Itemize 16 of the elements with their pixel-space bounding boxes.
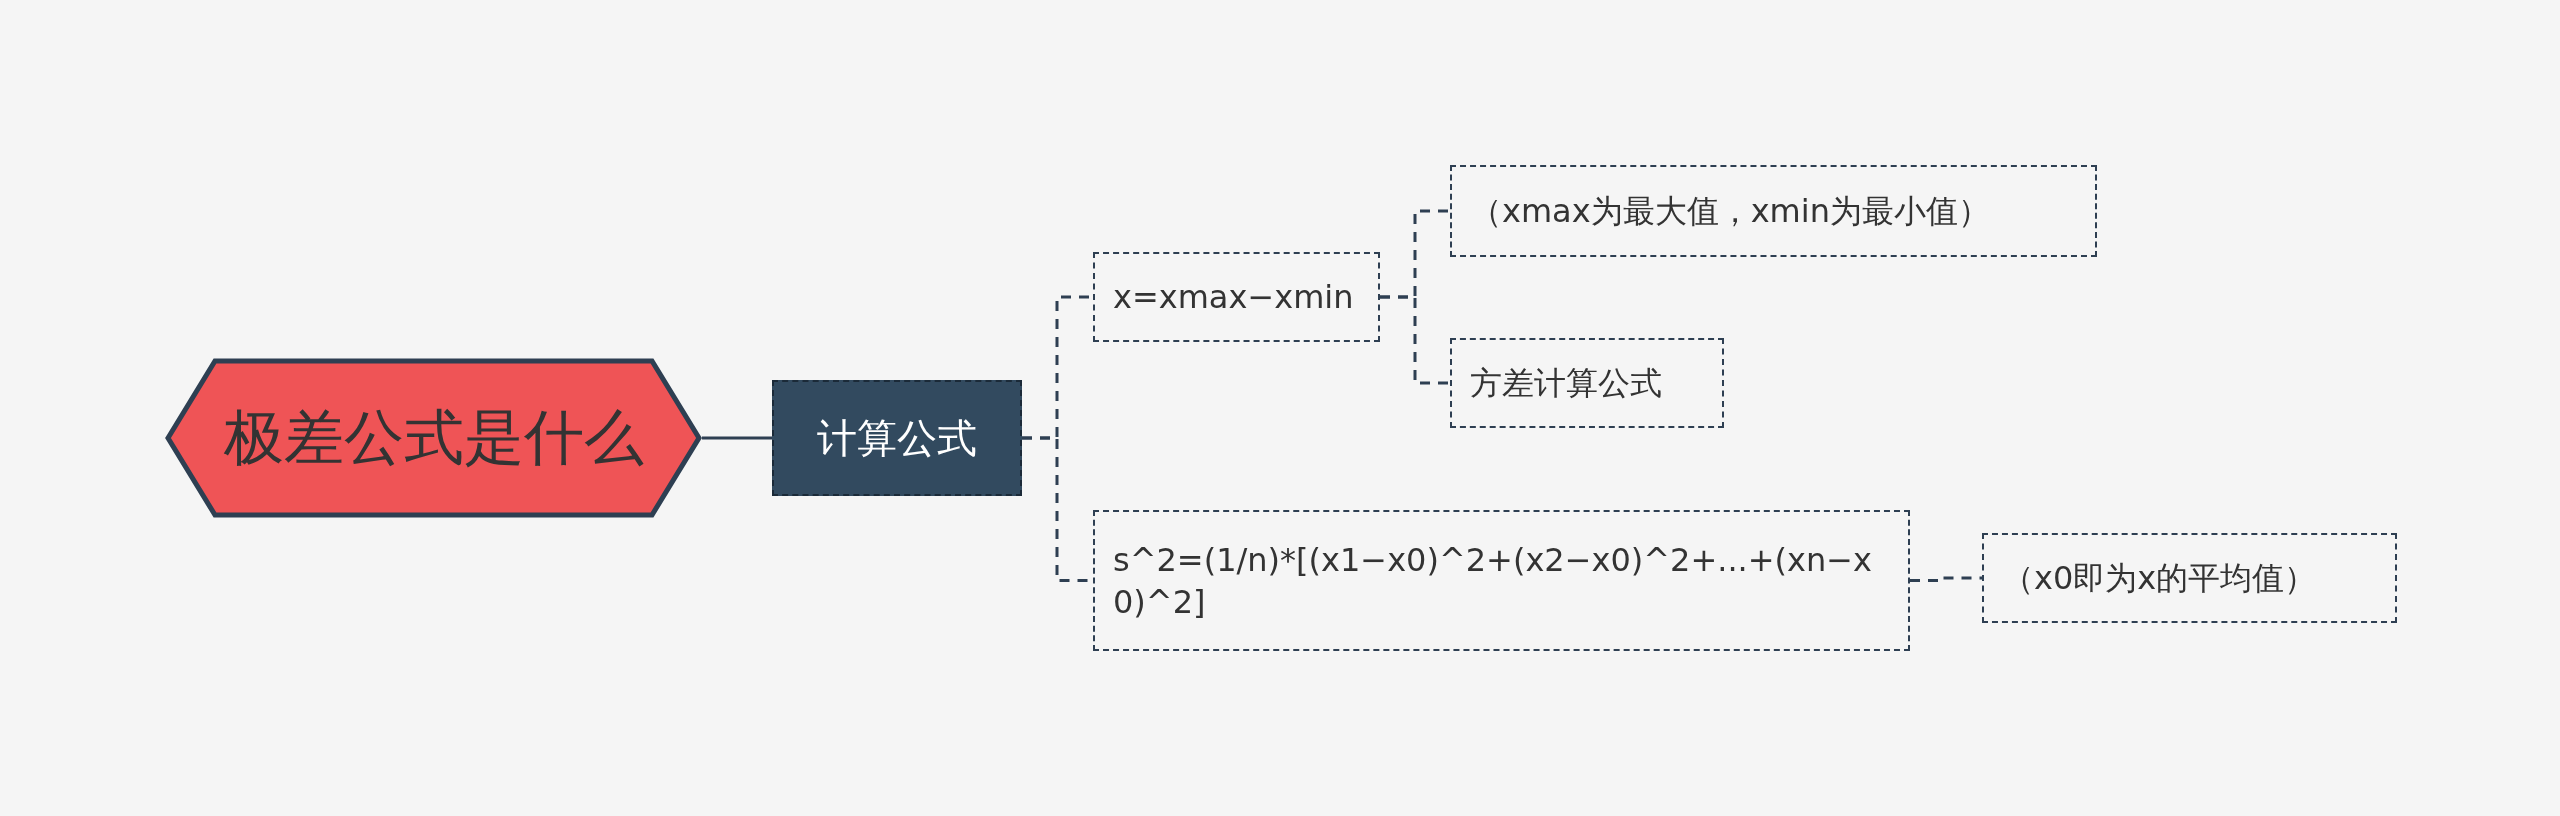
connector-line: [702, 436, 772, 440]
subtopic-box: [1093, 252, 1380, 342]
connector-line: [1380, 295, 1450, 385]
node-text: 极差公式是什么: [223, 400, 644, 474]
node-text: 方差计算公式: [1470, 363, 1662, 404]
subtopic-box: [1982, 533, 2397, 623]
connector-line: [1910, 576, 1982, 582]
topic-box: [772, 380, 1022, 496]
subtopic-box: [1450, 165, 2097, 257]
node-text: x=xmax−xmin: [1113, 277, 1354, 318]
node-text: s^2=(1/n)*[(x1−x0)^2+(x2−x0)^2+...+(xn−x0)^2]: [1113, 539, 1874, 623]
node-text: （x0即为x的平均值）: [2002, 558, 2317, 599]
node-text: 计算公式: [817, 413, 977, 463]
subtopic-box: [1093, 510, 1910, 651]
subtopic-box: [1450, 338, 1724, 428]
node-text: （xmax为最大值，xmin为最小值）: [1470, 191, 1990, 232]
